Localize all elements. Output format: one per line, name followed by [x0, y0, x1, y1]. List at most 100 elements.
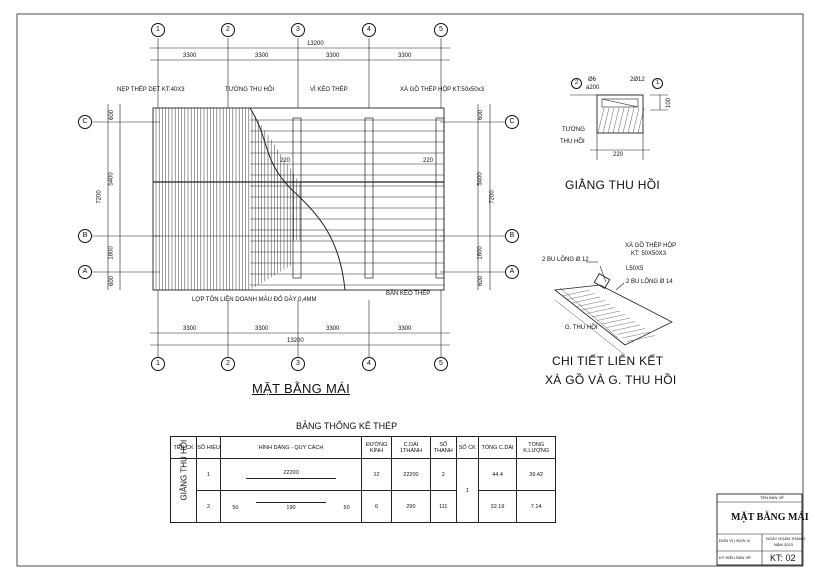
hatch-line [597, 107, 605, 134]
table-row: 2 50 190 50 6 290 111 32.19 7.14 [171, 490, 556, 523]
axis-bubble-c-right: C [505, 115, 519, 129]
tb-r1b: NGÀY HOÀN THÀNH [766, 536, 805, 541]
cell-tong-kl-2: 7.14 [516, 490, 556, 523]
th-ten-ck: TÊN CK [169, 436, 198, 459]
shape-1-dim: 22200 [283, 470, 299, 476]
bottom-total-dim: 13200 [287, 338, 304, 344]
group-cell: GIẰNG THU HỒI [169, 440, 198, 523]
axis-bubble-5-top: 5 [434, 23, 448, 37]
title-block [716, 493, 803, 566]
giang-wall-label-1: TƯỜNG [562, 127, 585, 133]
top-span-dim-2: 3300 [255, 53, 269, 59]
bottom-span-dim-4: 3300 [398, 326, 412, 332]
conn-label-bulong14: 2 BU LÔNG Ø 14 [626, 279, 673, 285]
dim-220-b: 220 [423, 158, 434, 164]
cell-so-thanh-1: 2 [429, 458, 457, 491]
cell-so-ck: 1 [455, 458, 479, 523]
right-dim-600-bottom: 600 [478, 275, 485, 287]
plan-title: MẶT BẰNG MÁI [252, 381, 350, 396]
top-span-dim-4: 3300 [398, 53, 412, 59]
hatch-line [576, 300, 606, 307]
roof-sheeting-hatch [155, 108, 301, 290]
hatch-line [602, 107, 610, 134]
hatch-line [591, 310, 621, 318]
conn-label-xago-2: KT: 50X50X3 [631, 251, 667, 257]
axis-bubble-4-bottom: 4 [362, 357, 376, 371]
steel-table: TÊN CK SỐ HIỆU HÌNH DÁNG - QUY CÁCH ĐƯỜN… [169, 436, 556, 523]
left-dim-1800: 1800 [108, 246, 115, 260]
conn-label-xago-1: XÀ GỒ THÉP HỘP [625, 243, 677, 249]
bottom-span-dim-1: 3300 [183, 326, 197, 332]
dim-220-a: 220 [280, 158, 291, 164]
hatch-line [596, 314, 626, 321]
axis-bubble-1-top: 1 [151, 23, 165, 37]
hatch-line [621, 331, 651, 339]
cell-tong-kl-1: 39.42 [516, 458, 556, 491]
th-tong-kl: TỔNG K.LƯỢNG [516, 436, 556, 459]
shape-2-right: 50 [343, 505, 350, 511]
tb-code: KT: 02 [770, 553, 796, 563]
giang-a200: a200 [586, 85, 600, 91]
giang-2phi12: 2Ø12 [630, 77, 645, 83]
left-dim-600-top: 600 [109, 109, 116, 121]
label-tuong-thu-hoi: TƯỜNG THU HỒI [225, 87, 275, 93]
conn-title-1: CHI TIẾT LIÊN KẾT [552, 354, 664, 368]
axis-bubble-2-bottom: 2 [221, 357, 235, 371]
giang-section [570, 94, 668, 160]
bottom-span-dim-2: 3300 [255, 326, 269, 332]
cell-so-hieu-1: 1 [196, 458, 222, 491]
axis-bubble-b-right: B [505, 229, 519, 243]
axis-bubble-5-bottom: 5 [434, 357, 448, 371]
giang-bubble-2: 2 [571, 78, 582, 89]
cell-so-hieu-2: 2 [196, 490, 222, 523]
hatch-line [606, 321, 636, 328]
cell-cdai-1: 22200 [391, 458, 431, 491]
label-vi-keo: VÌ KÈO THÉP [310, 87, 348, 93]
top-span-dim-1: 3300 [183, 53, 197, 59]
th-tong-cdai: TỔNG C.DÀI [477, 436, 518, 459]
sheet-border [16, 13, 804, 567]
wall-hatch [597, 107, 645, 134]
label-lop-ton: LỢP TÔN LIÊN DOANH MÀU ĐỎ DÀY 0,4MM [192, 297, 317, 303]
hatch-line [586, 307, 616, 314]
tb-r1a: ĐƠN VỊ | ĐƠN VỊ [719, 538, 751, 543]
right-dim-600-top: 600 [478, 109, 485, 121]
table-row: GIẰNG THU HỒI 1 22200 12 22200 2 1 44.4 … [169, 440, 556, 523]
giang-dim-220: 220 [613, 152, 624, 158]
hatch-line [622, 107, 630, 134]
hatch-line [632, 107, 640, 134]
roof-plan [90, 38, 510, 358]
tb-r1c: NĂM 2013 [774, 542, 793, 547]
th-so-hieu: SỐ HIỆU [196, 436, 222, 459]
tb-r2a: KÝ HIỆU BẢN VẼ [719, 555, 751, 560]
connection-detail [553, 261, 673, 356]
th-so-ck: SỐ CK [455, 436, 479, 459]
left-dim-600-bottom: 600 [109, 275, 116, 287]
axis-bubble-a-right: A [505, 265, 519, 279]
cell-shape-2: 50 190 50 [220, 490, 362, 523]
cell-cdai-2: 290 [391, 490, 431, 523]
hatch-line [626, 335, 656, 342]
hatch-line [637, 107, 645, 134]
table-title: BẢNG THỐNG KÊ THÉP [296, 421, 398, 431]
hatch-line [601, 317, 631, 325]
hatch-line [612, 107, 620, 134]
hatch-line [571, 296, 601, 304]
label-xa-go: XÀ GỒ THÉP HỘP KT:50x50x3 [400, 87, 485, 93]
hatch-line [561, 289, 591, 297]
giang-title: GIẰNG THU HỒI [565, 178, 661, 192]
axis-bubble-1-bottom: 1 [151, 357, 165, 371]
right-dim-1800: 1800 [477, 246, 484, 260]
hatch-line [611, 324, 641, 332]
cell-shape-1: 22200 [220, 458, 362, 491]
giang-phi6: Ø6 [588, 77, 597, 83]
axis-bubble-a-left: A [78, 265, 92, 279]
cell-tong-cdai-1: 44.4 [477, 458, 518, 491]
shape-2-left: 50 [232, 505, 239, 511]
purlin-lines [250, 119, 444, 286]
conn-title-2: XÀ GỒ VÀ G. THU HỒI [545, 373, 677, 387]
label-nep-thep: NẸP THÉP DẸT KT:40X3 [117, 87, 185, 93]
th-hinh-dang: HÌNH DÁNG - QUY CÁCH [220, 436, 362, 459]
